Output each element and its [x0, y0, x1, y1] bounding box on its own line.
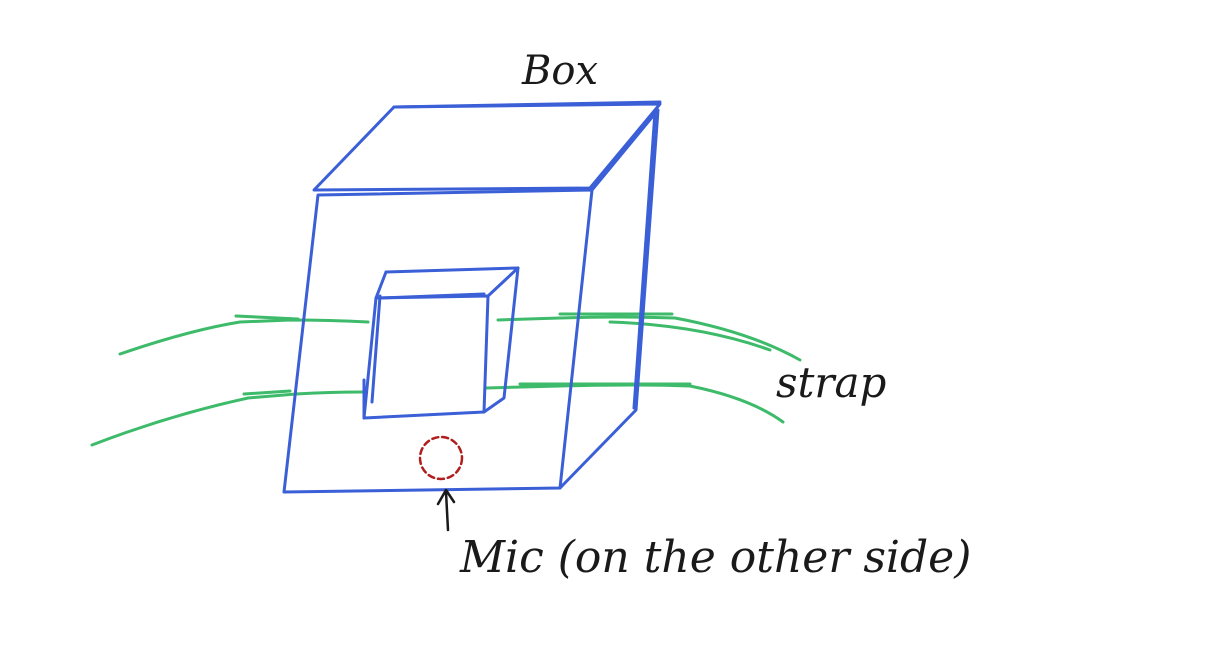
box	[282, 100, 662, 494]
mic	[418, 435, 464, 481]
hole-top-right-bevel	[486, 266, 520, 298]
box-top-face	[312, 102, 662, 192]
hole-right-inner-edge	[482, 266, 520, 414]
mic-arrow-shaft	[444, 490, 450, 532]
strap-upper-left-edge	[118, 318, 370, 356]
strap-label: strap	[776, 358, 887, 407]
mic-circle	[418, 435, 464, 481]
box-top-face-back-edge	[392, 100, 662, 109]
mic-label: Mic (on the other side)	[460, 532, 972, 583]
hole-top-left-bevel	[374, 270, 388, 300]
hole-left-inner-edge	[370, 294, 382, 404]
strap-upper-right-edge-tail	[608, 320, 772, 352]
strap	[90, 312, 802, 447]
hole-top-back-edge	[384, 266, 520, 274]
hole-inner-top-line	[378, 292, 486, 300]
strap-lower-left-edge-stroke	[242, 389, 292, 396]
strap-upper-right-edge	[496, 315, 802, 362]
box-front-face	[282, 188, 594, 494]
box-right-face-inner-edge	[632, 110, 657, 410]
strap-lower-left-edge	[90, 390, 364, 447]
box-label: Box	[522, 48, 599, 94]
mic-arrow	[436, 488, 456, 532]
box-right-face	[558, 108, 660, 490]
hole-outer-frame	[362, 294, 490, 420]
mic-arrow-head	[436, 488, 456, 506]
strap-upper-left-edge-stroke	[234, 314, 300, 321]
